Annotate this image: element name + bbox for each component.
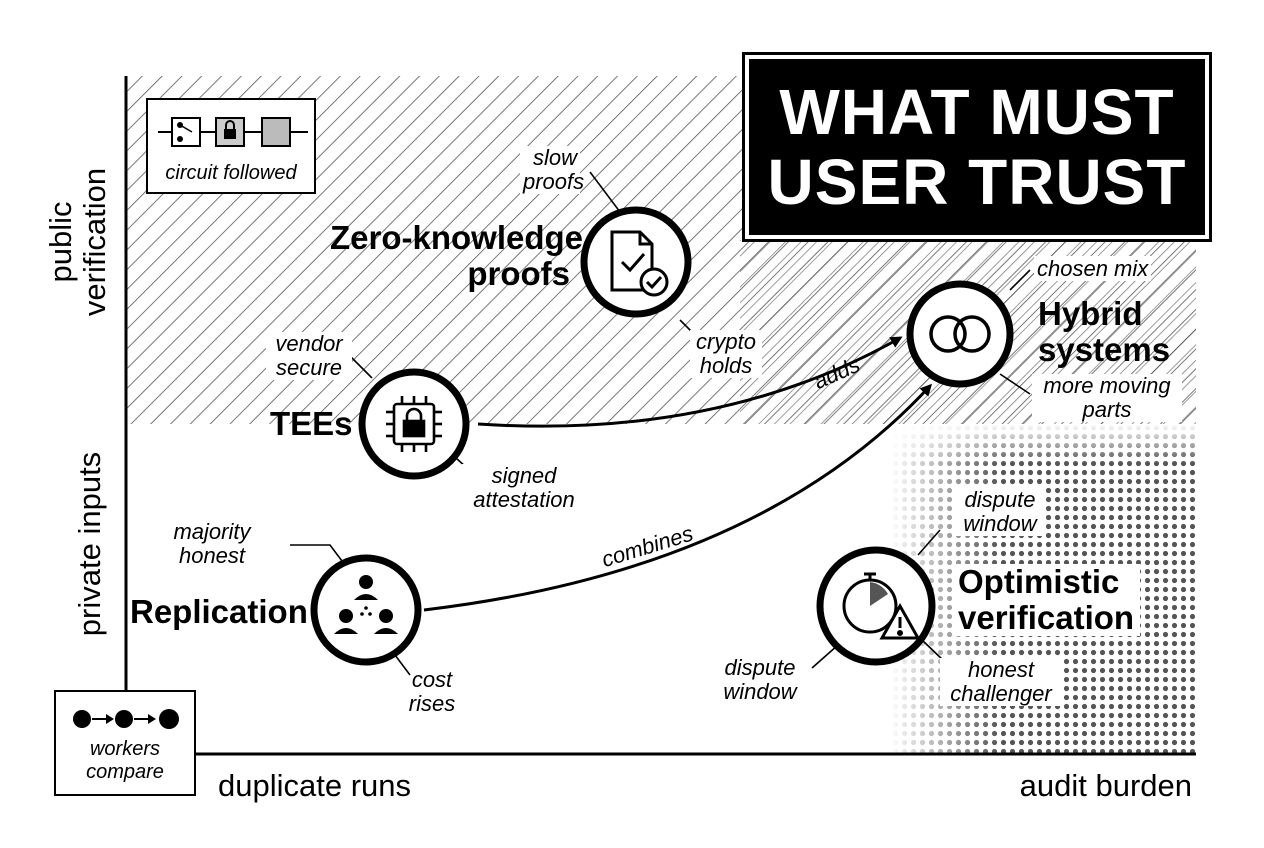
chip-lock-icon (386, 396, 442, 452)
node-hybrid (906, 280, 1014, 388)
hybrid-note-top: chosen mix (1034, 256, 1152, 281)
x-axis-right-label: audit burden (1019, 768, 1192, 803)
replication-note-top: majority honest (173, 519, 251, 568)
title-box: WHAT MUST USER TRUST (742, 52, 1212, 242)
node-optimistic (816, 546, 936, 666)
circuit-lock-icon (158, 117, 308, 147)
zk-note-bottom: crypto holds (690, 330, 762, 378)
zk-note-top: slow proofs (520, 146, 584, 194)
node-zk (580, 206, 692, 318)
optimistic-note-left: dispute window (723, 655, 797, 704)
dot-chain-icon (73, 709, 179, 729)
optimistic-note-top: dispute window (954, 488, 1046, 536)
node-tee (358, 368, 470, 480)
x-axis-left-label: duplicate runs (218, 768, 412, 803)
y-axis-lower-label: private inputs (72, 451, 107, 637)
hybrid-label: Hybrid systems (1038, 295, 1171, 368)
arrow-tee-to-hybrid (477, 336, 903, 428)
tee-label: TEEs (270, 405, 353, 442)
interlocked-rings-icon (929, 315, 991, 353)
stopwatch-warning-icon (842, 572, 921, 640)
document-check-icon (610, 230, 669, 297)
optimistic-label: Optimistic verification (952, 564, 1141, 636)
people-network-icon (334, 575, 398, 634)
y-axis-upper-label: public verification (43, 167, 112, 317)
tee-note-bottom: signed attestation (462, 464, 586, 512)
tee-note-top: vendor secure (266, 332, 352, 380)
title-line-1: WHAT MUST (779, 76, 1175, 148)
optimistic-note-right: honest challenger (940, 658, 1062, 706)
legend-circuit: circuit followed (146, 98, 316, 194)
replication-note-bottom: cost rises (408, 667, 456, 716)
legend-workers: workers compare (54, 690, 196, 796)
title-line-2: USER TRUST (767, 146, 1187, 218)
arrow-replication-to-hybrid (423, 383, 933, 612)
legend-workers-caption: workers compare (86, 738, 164, 783)
node-replication (310, 554, 422, 666)
legend-circuit-caption: circuit followed (165, 162, 297, 184)
hybrid-note-bottom: more moving parts (1032, 374, 1182, 422)
zk-label: Zero-knowledge proofs (330, 219, 584, 292)
replication-label: Replication (130, 593, 308, 630)
